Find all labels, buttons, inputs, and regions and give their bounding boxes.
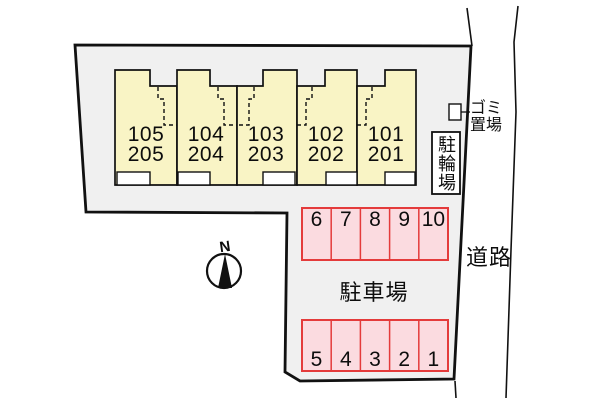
parking-lot-label: 駐車場 xyxy=(339,280,409,305)
unit-label-104-204: 104 204 xyxy=(187,123,225,166)
stall-number-9: 9 xyxy=(398,208,411,231)
stall-number-8: 8 xyxy=(369,208,381,231)
stall-number-2: 2 xyxy=(398,348,411,371)
unit-label-105-205: 105 205 xyxy=(127,123,165,166)
garbage-label-line2: 置場 xyxy=(470,117,503,134)
stall-number-4: 4 xyxy=(339,348,352,371)
garbage-area-marker xyxy=(448,103,462,121)
compass-needle-icon xyxy=(218,254,232,288)
parking-row-top xyxy=(301,207,449,261)
unit-number-lower: 201 xyxy=(367,143,405,166)
garbage-area-label: ゴミ 置場 xyxy=(470,100,502,134)
stall-number-7: 7 xyxy=(339,208,352,231)
entrance-unit-103 xyxy=(262,171,296,186)
dashed-line-unit-104 xyxy=(217,87,237,126)
stall-number-3: 3 xyxy=(369,348,381,371)
bicycle-parking-box xyxy=(431,131,461,195)
unit-number-lower: 203 xyxy=(247,143,285,166)
garbage-label-line1: ゴミ xyxy=(470,100,503,117)
unit-number-lower: 205 xyxy=(127,143,165,166)
road-right-edge xyxy=(505,5,519,399)
bicycle-parking-label: 駐輪場 xyxy=(436,134,456,192)
unit-number-upper: 105 xyxy=(127,123,165,146)
road-left-edge-lower xyxy=(454,380,457,399)
dashed-line-unit-101 xyxy=(357,87,373,126)
entrance-unit-105 xyxy=(116,171,151,186)
entrance-unit-101 xyxy=(384,171,416,186)
building-unit-102 xyxy=(296,69,358,186)
dashed-line-unit-102 xyxy=(297,87,313,126)
stall-number-6: 6 xyxy=(310,208,323,231)
unit-label-101-201: 101 201 xyxy=(367,123,405,166)
road-left-edge-upper xyxy=(466,7,473,47)
stall-number-1: 1 xyxy=(427,348,440,371)
unit-number-lower: 202 xyxy=(307,143,345,166)
road-label: 道路 xyxy=(466,245,513,270)
unit-label-102-202: 102 202 xyxy=(307,123,345,166)
unit-number-upper: 101 xyxy=(367,123,405,146)
unit-label-103-203: 103 203 xyxy=(247,123,285,166)
dashed-line-unit-105 xyxy=(157,87,177,126)
dashed-line-unit-103 xyxy=(237,87,255,126)
unit-number-upper: 102 xyxy=(307,123,345,146)
parking-row-bottom xyxy=(301,319,449,372)
compass-north-label: N xyxy=(218,237,232,257)
unit-number-lower: 204 xyxy=(187,143,225,166)
stall-number-5: 5 xyxy=(310,348,323,371)
unit-number-upper: 104 xyxy=(187,123,225,146)
stall-number-10: 10 xyxy=(421,208,446,231)
entrance-unit-102 xyxy=(325,171,358,186)
entrance-unit-104 xyxy=(177,171,211,186)
unit-number-upper: 103 xyxy=(247,123,285,146)
